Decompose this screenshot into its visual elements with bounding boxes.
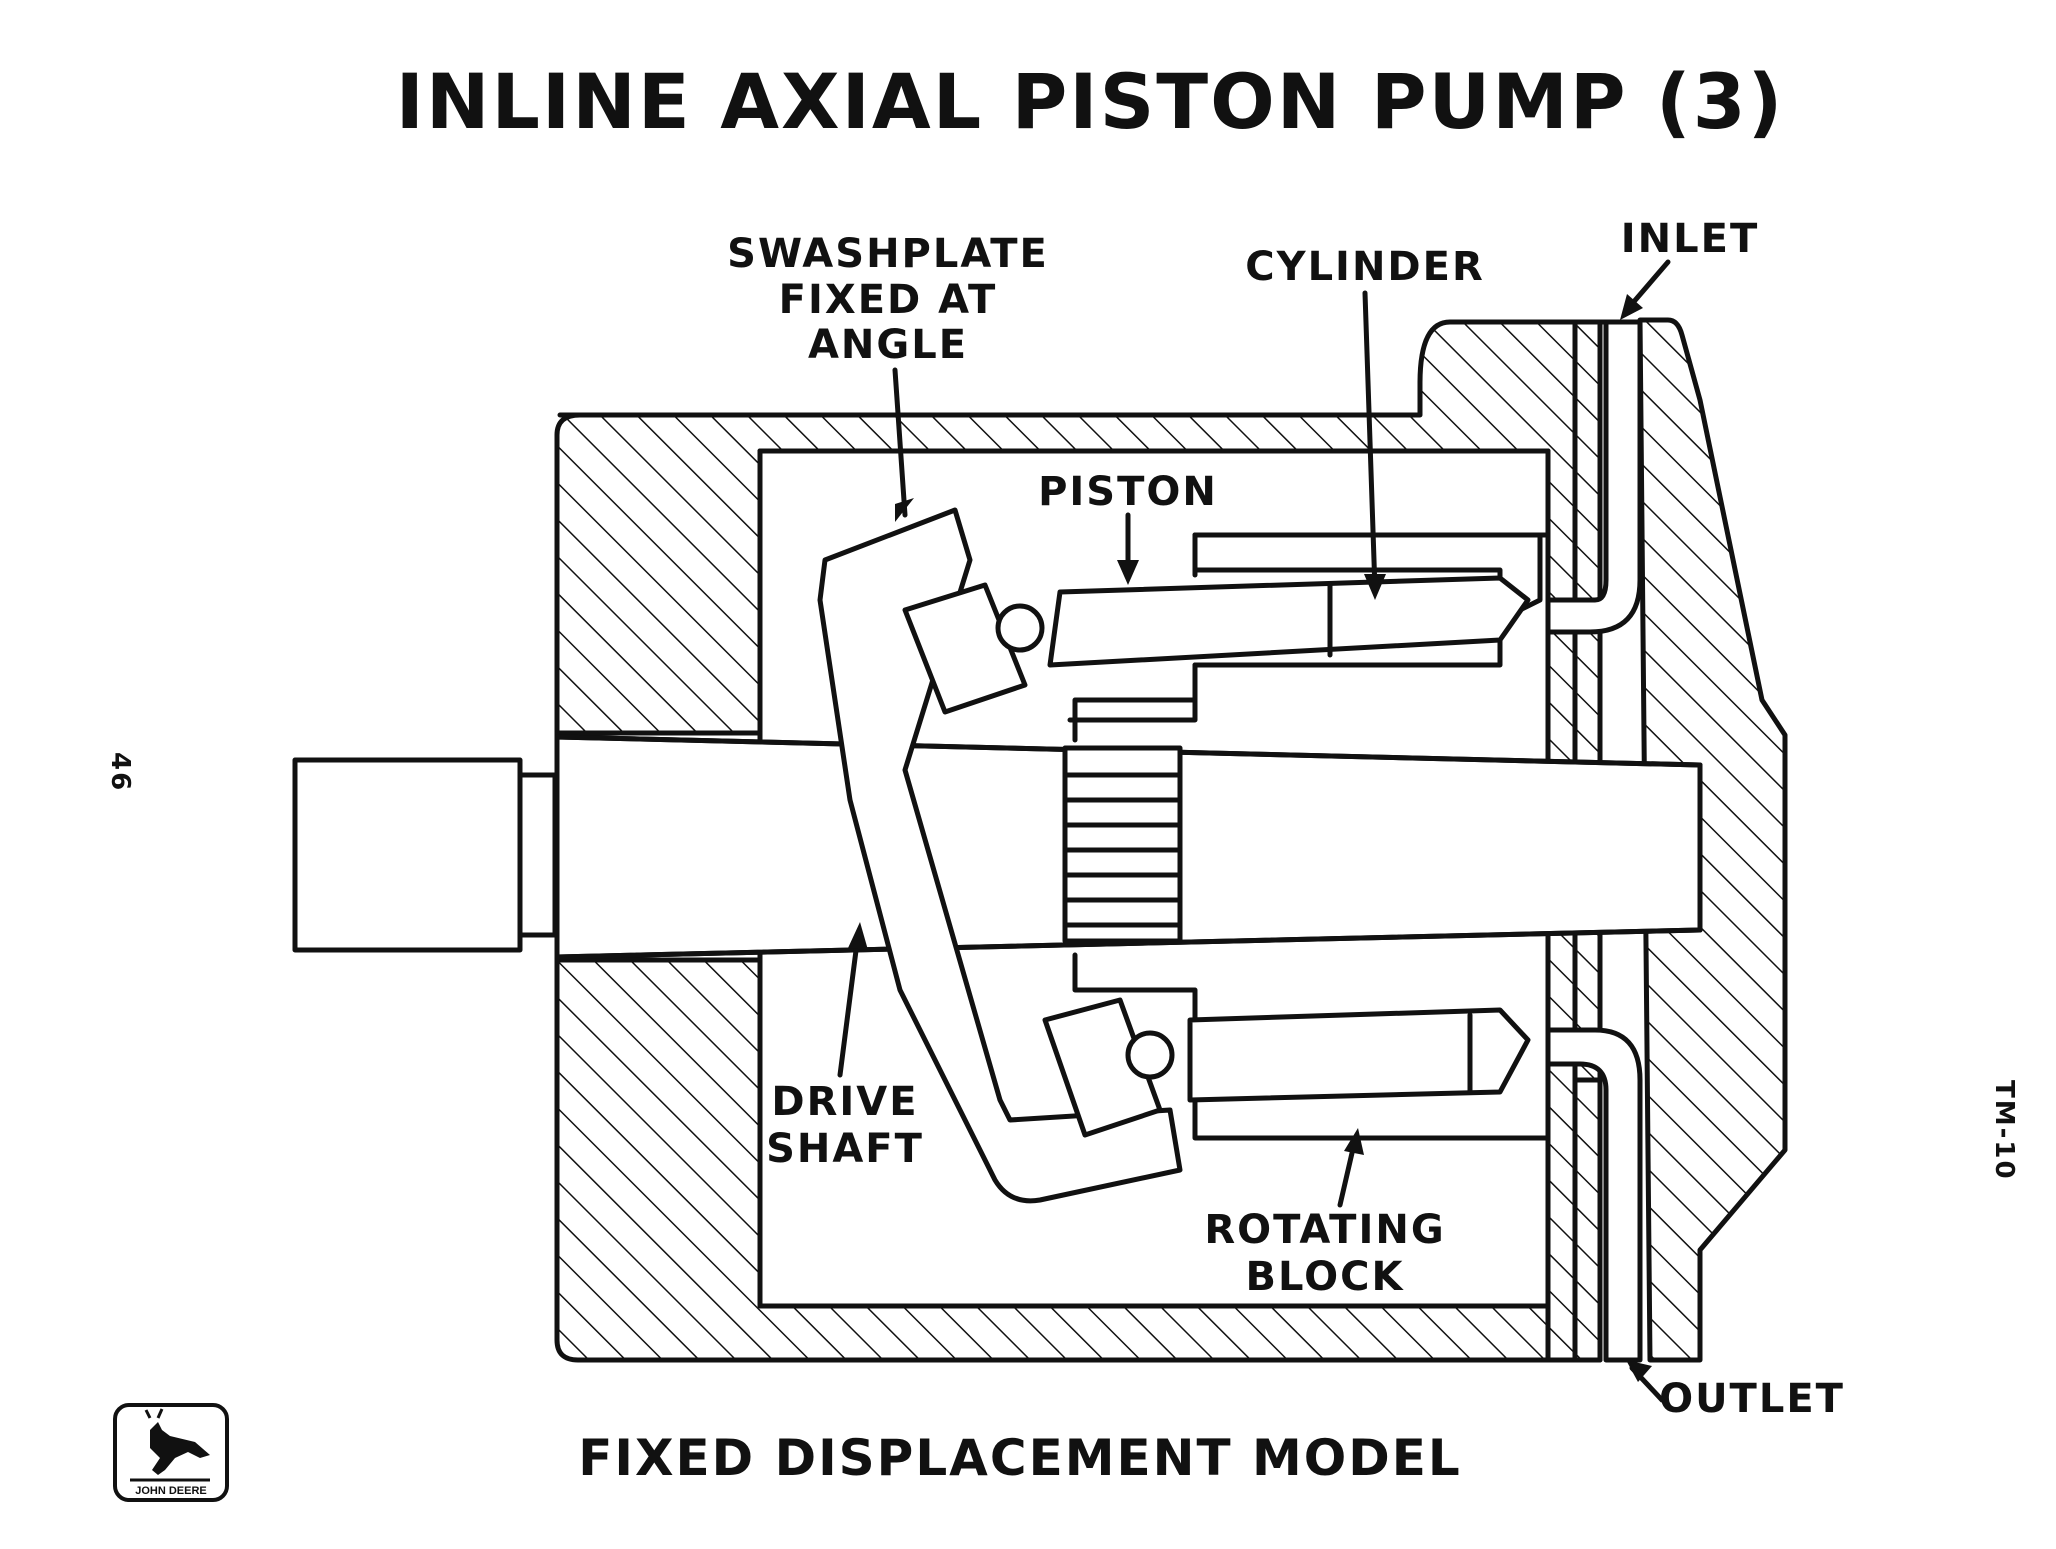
shaft-neck xyxy=(517,772,558,938)
label-cylinder-text: CYLINDER xyxy=(1245,244,1485,290)
inlet-passage xyxy=(1545,319,1643,635)
series-code: TM-10 xyxy=(1989,1080,2019,1181)
lower-piston-ball xyxy=(1125,1030,1175,1080)
label-outlet: OUTLET xyxy=(1626,1360,1845,1422)
label-rotating-block-line1: ROTATING xyxy=(1204,1207,1445,1253)
lower-piston-shoe xyxy=(1042,997,1163,1138)
john-deere-logo: JOHN DEERE xyxy=(113,1403,229,1502)
label-piston-text: PISTON xyxy=(1038,469,1218,515)
spline-hub xyxy=(1062,745,1183,944)
label-inlet: INLET xyxy=(1620,216,1759,320)
label-piston: PISTON xyxy=(1038,469,1218,585)
shaft-coupling xyxy=(292,757,523,953)
label-rotating-block: ROTATING BLOCK xyxy=(1204,1128,1445,1300)
label-drive-shaft-line1: DRIVE xyxy=(771,1079,918,1125)
label-swashplate: SWASHPLATE FIXED AT ANGLE xyxy=(727,231,1049,522)
spline-teeth xyxy=(1062,772,1183,928)
diagram-caption: FIXED DISPLACEMENT MODEL xyxy=(578,1429,1462,1487)
label-swashplate-line1: SWASHPLATE xyxy=(727,231,1049,277)
lower-cylinder xyxy=(1187,1007,1531,1103)
label-inlet-text: INLET xyxy=(1621,216,1759,262)
label-rotating-block-line2: BLOCK xyxy=(1246,1254,1405,1300)
label-swashplate-line3: ANGLE xyxy=(808,322,968,368)
swashplate xyxy=(817,507,1183,1204)
deer-icon xyxy=(130,1408,210,1482)
label-swashplate-line2: FIXED AT xyxy=(779,277,998,323)
page-title: INLINE AXIAL PISTON PUMP (3) xyxy=(396,57,1785,146)
label-outlet-text: OUTLET xyxy=(1659,1376,1845,1422)
label-drive-shaft-line2: SHAFT xyxy=(766,1126,924,1172)
logo-text: JOHN DEERE xyxy=(135,1485,207,1497)
housing-upper xyxy=(554,319,1578,1363)
upper-cylinder xyxy=(1047,575,1531,668)
label-cylinder: CYLINDER xyxy=(1245,244,1485,600)
label-drive-shaft: DRIVE SHAFT xyxy=(766,922,924,1172)
upper-piston-shoe xyxy=(902,582,1028,715)
upper-piston-ball xyxy=(995,603,1045,653)
port-block-right xyxy=(1637,317,1788,1363)
outlet-passage xyxy=(1545,1027,1643,1363)
page-number: 46 xyxy=(105,752,135,792)
